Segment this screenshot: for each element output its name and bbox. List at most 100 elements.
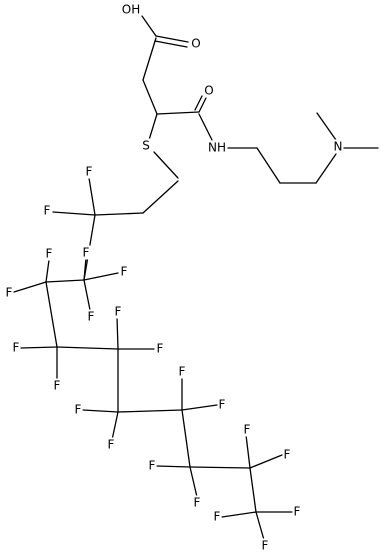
bond-acid-c-ch2 bbox=[142, 37, 157, 81]
label-background bbox=[217, 397, 227, 412]
fluorine-label: F bbox=[219, 398, 226, 412]
label-background bbox=[11, 340, 21, 355]
bond-cf-d-e bbox=[56, 346, 119, 350]
bond-f19 bbox=[249, 454, 283, 469]
bond-f22 bbox=[255, 511, 265, 541]
bond-n-me1 bbox=[316, 112, 337, 141]
label-background bbox=[86, 309, 96, 324]
bond-f15 bbox=[181, 404, 218, 411]
bond-c1-c2 bbox=[256, 147, 281, 184]
label-background bbox=[147, 458, 157, 473]
bond-cf-f-g bbox=[117, 409, 183, 413]
fluorine-label: F bbox=[46, 247, 53, 261]
label-background bbox=[177, 364, 187, 379]
bond-f16 bbox=[156, 465, 191, 468]
amide-oxygen-label: O bbox=[204, 84, 213, 98]
bond-acid-c-o-double-1 bbox=[155, 35, 189, 43]
atom-labels: OH O O NH N S F F F F F F F F F F F F F … bbox=[6, 3, 343, 553]
bond-f17 bbox=[189, 466, 198, 498]
bond-ch-s bbox=[148, 113, 158, 141]
bond-ch2-ch bbox=[142, 79, 158, 115]
bond-cf-i-j bbox=[249, 467, 257, 513]
fluorine-label: F bbox=[54, 379, 61, 393]
label-background bbox=[44, 246, 54, 261]
label-background bbox=[190, 36, 202, 51]
bond-f20 bbox=[221, 511, 257, 518]
bond-f6 bbox=[13, 281, 47, 293]
label-background bbox=[282, 447, 292, 462]
label-background bbox=[42, 203, 52, 218]
bond-cf-b-c bbox=[45, 279, 85, 283]
bond-f18 bbox=[245, 434, 251, 469]
label-background bbox=[292, 504, 302, 519]
bond-amide-co-2 bbox=[194, 95, 203, 111]
fluorine-label: F bbox=[214, 510, 221, 524]
fluorine-label: F bbox=[44, 204, 51, 218]
label-background bbox=[84, 164, 94, 179]
label-background bbox=[155, 341, 165, 356]
fluorine-label: F bbox=[284, 448, 291, 462]
fluorine-label: F bbox=[294, 505, 301, 519]
fluorine-label: F bbox=[75, 403, 82, 417]
bond-f5 bbox=[45, 259, 50, 283]
label-background bbox=[119, 264, 129, 279]
fluorine-label: F bbox=[262, 539, 269, 553]
label-background bbox=[260, 538, 270, 553]
bond-f4 bbox=[83, 272, 119, 281]
fluorine-label: F bbox=[149, 459, 156, 473]
bond-camide-n bbox=[198, 113, 213, 141]
fluorine-label: F bbox=[157, 342, 164, 356]
bond-s-ch2 bbox=[153, 151, 179, 179]
bond-f8 bbox=[20, 346, 58, 349]
bond-f1 bbox=[88, 177, 96, 216]
bond-oh-c bbox=[141, 15, 157, 37]
fluorine-label: F bbox=[121, 265, 128, 279]
bond-amide-co-1 bbox=[198, 97, 207, 113]
fluorine-label: F bbox=[13, 341, 20, 355]
fluorine-label: F bbox=[83, 246, 90, 260]
bond-ch2-ch2 bbox=[142, 180, 179, 214]
bond-c3-n bbox=[315, 153, 337, 184]
fluorine-label: F bbox=[88, 310, 95, 324]
bond-cf-c-d bbox=[45, 281, 58, 348]
bonds bbox=[13, 15, 379, 541]
fluorine-label: F bbox=[244, 423, 251, 437]
bond-f10 bbox=[116, 316, 119, 350]
amide-nh-label: NH bbox=[208, 141, 226, 155]
bond-acid-c-o-double-2 bbox=[154, 40, 188, 48]
bond-f2 bbox=[52, 211, 96, 216]
bond-f13 bbox=[111, 411, 119, 441]
label-background bbox=[106, 437, 116, 452]
label-background bbox=[81, 245, 91, 260]
hydroxyl-label: OH bbox=[122, 3, 140, 17]
label-background bbox=[52, 378, 62, 393]
bond-f3 bbox=[83, 257, 87, 281]
label-background bbox=[4, 285, 14, 300]
label-background bbox=[73, 402, 83, 417]
label-background bbox=[207, 140, 227, 155]
label-background bbox=[242, 422, 252, 437]
bond-f7 bbox=[83, 279, 91, 311]
label-background bbox=[192, 495, 202, 510]
bond-ch2-cf2 bbox=[94, 212, 144, 216]
label-background bbox=[113, 304, 123, 319]
bond-cf-h-i bbox=[189, 466, 251, 469]
label-background bbox=[203, 83, 215, 98]
acid-oxygen-label: O bbox=[191, 37, 200, 51]
sulfur-label: S bbox=[142, 139, 150, 153]
fluorine-label: F bbox=[6, 286, 13, 300]
amine-n-label: N bbox=[334, 140, 343, 154]
label-background bbox=[212, 509, 222, 524]
fluorine-label: F bbox=[179, 365, 186, 379]
label-backgrounds bbox=[4, 2, 344, 553]
fluorine-label: F bbox=[86, 165, 93, 179]
bond-ch-camide bbox=[156, 111, 200, 115]
label-background bbox=[332, 139, 344, 154]
label-background bbox=[141, 138, 151, 153]
label-background bbox=[120, 2, 142, 17]
bond-f12 bbox=[82, 409, 119, 413]
fluorine-label: F bbox=[115, 305, 122, 319]
fluorine-label: F bbox=[108, 438, 115, 452]
